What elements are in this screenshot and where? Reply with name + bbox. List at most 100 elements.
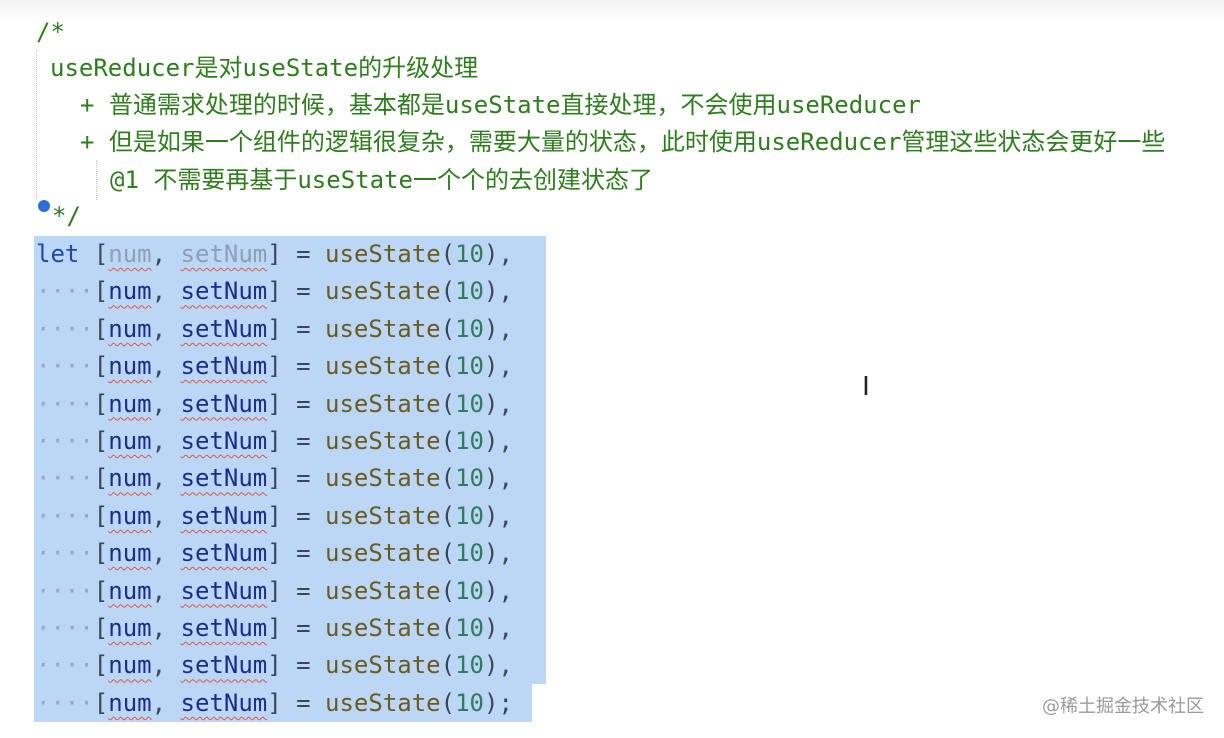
indent-whitespace: ····: [36, 688, 94, 717]
indent-whitespace: ····: [36, 464, 94, 493]
bracket-close: ]: [267, 352, 282, 381]
paren-open: (: [440, 314, 456, 343]
equals-sign: =: [296, 352, 311, 381]
paren-open: (: [440, 651, 456, 680]
comma: ,: [151, 501, 167, 530]
bracket-open: [: [93, 576, 109, 605]
paren-open: (: [440, 277, 456, 306]
equals-sign: =: [296, 277, 311, 306]
code-line[interactable]: ····[num, setNum] = useState(10),: [36, 647, 513, 684]
comment-close: */: [52, 202, 81, 230]
equals-sign: =: [296, 389, 311, 418]
bracket-close: ]: [267, 464, 282, 493]
bracket-close: ]: [267, 614, 282, 642]
bracket-close: ]: [267, 240, 282, 268]
number-literal: 10: [455, 539, 484, 568]
bracket-open: [: [93, 539, 109, 568]
variable-num: num: [108, 427, 152, 455]
number-literal: 10: [455, 389, 484, 418]
variable-setnum: setNum: [180, 576, 268, 605]
bracket-open: [: [93, 277, 109, 306]
function-usestate: useState: [325, 651, 441, 680]
separator: ;: [498, 688, 513, 717]
variable-num: num: [108, 464, 152, 493]
code-line[interactable]: ····[num, setNum] = useState(10),: [36, 610, 513, 647]
function-usestate: useState: [325, 614, 441, 642]
variable-num: num: [108, 651, 152, 680]
variable-setnum: setNum: [180, 501, 268, 530]
number-literal: 10: [455, 576, 484, 605]
paren-close: ): [483, 539, 499, 568]
function-usestate: useState: [325, 688, 441, 717]
indent-whitespace: ····: [36, 427, 94, 455]
code-line[interactable]: ····[num, setNum] = useState(10),: [36, 498, 513, 535]
comma: ,: [151, 576, 167, 605]
function-usestate: useState: [325, 352, 441, 381]
comment-bullet-2: + 但是如果一个组件的逻辑很复杂，需要大量的状态，此时使用useReducer管…: [80, 128, 1166, 156]
separator: ,: [498, 427, 513, 455]
equals-sign: =: [296, 688, 311, 717]
comma: ,: [151, 539, 167, 568]
equals-sign: =: [296, 464, 311, 493]
code-line[interactable]: let [num, setNum] = useState(10),: [36, 236, 513, 273]
variable-num: num: [108, 314, 152, 343]
variable-num: num: [108, 240, 152, 268]
function-usestate: useState: [325, 501, 441, 530]
paren-close: ): [483, 576, 499, 605]
function-usestate: useState: [325, 389, 441, 418]
paren-close: ): [483, 352, 499, 381]
indent-guide: [36, 50, 37, 200]
function-usestate: useState: [325, 277, 441, 306]
paren-open: (: [440, 539, 456, 568]
bracket-close: ]: [267, 427, 282, 455]
separator: ,: [498, 651, 513, 680]
indent-whitespace: ····: [36, 314, 94, 343]
bracket-open: [: [93, 688, 109, 717]
bracket-open: [: [93, 352, 109, 381]
code-line[interactable]: ····[num, setNum] = useState(10),: [36, 535, 513, 572]
bracket-close: ]: [267, 651, 282, 680]
equals-sign: =: [296, 501, 311, 530]
code-line[interactable]: ····[num, setNum] = useState(10),: [36, 573, 513, 610]
number-literal: 10: [455, 427, 484, 455]
code-line[interactable]: ····[num, setNum] = useState(10),: [36, 348, 513, 385]
bracket-open: [: [93, 389, 109, 418]
code-line[interactable]: ····[num, setNum] = useState(10),: [36, 460, 513, 497]
variable-num: num: [108, 614, 152, 642]
bracket-open: [: [93, 240, 109, 268]
paren-open: (: [440, 576, 456, 605]
code-line[interactable]: ····[num, setNum] = useState(10);: [36, 685, 513, 722]
indent-whitespace: ····: [36, 576, 94, 605]
indent-whitespace: ····: [36, 539, 94, 568]
lightbulb-icon[interactable]: [38, 200, 50, 212]
paren-close: ): [483, 651, 499, 680]
number-literal: 10: [455, 277, 484, 306]
paren-open: (: [440, 688, 456, 717]
number-literal: 10: [455, 501, 484, 530]
code-line[interactable]: ····[num, setNum] = useState(10),: [36, 273, 513, 310]
paren-close: ): [483, 314, 499, 343]
paren-close: ): [483, 427, 499, 455]
keyword-let: let: [36, 240, 80, 268]
function-usestate: useState: [325, 576, 441, 605]
separator: ,: [498, 501, 513, 530]
indent-whitespace: ····: [36, 389, 94, 418]
paren-close: ): [483, 277, 499, 306]
number-literal: 10: [455, 464, 484, 493]
code-line[interactable]: ····[num, setNum] = useState(10),: [36, 423, 513, 460]
number-literal: 10: [455, 614, 484, 642]
bracket-close: ]: [267, 314, 282, 343]
separator: ,: [498, 314, 513, 343]
bracket-open: [: [93, 427, 109, 455]
code-line[interactable]: ····[num, setNum] = useState(10),: [36, 311, 513, 348]
indent-guide: [96, 160, 97, 200]
editor-top-shadow: [0, 0, 1224, 22]
comment-bullet-1: + 普通需求处理的时候，基本都是useState直接处理，不会使用useRedu…: [80, 91, 921, 119]
code-line[interactable]: ····[num, setNum] = useState(10),: [36, 386, 513, 423]
paren-open: (: [440, 427, 456, 455]
paren-open: (: [440, 352, 456, 381]
variable-num: num: [108, 539, 152, 568]
paren-close: ): [483, 688, 499, 717]
bracket-open: [: [93, 614, 109, 642]
